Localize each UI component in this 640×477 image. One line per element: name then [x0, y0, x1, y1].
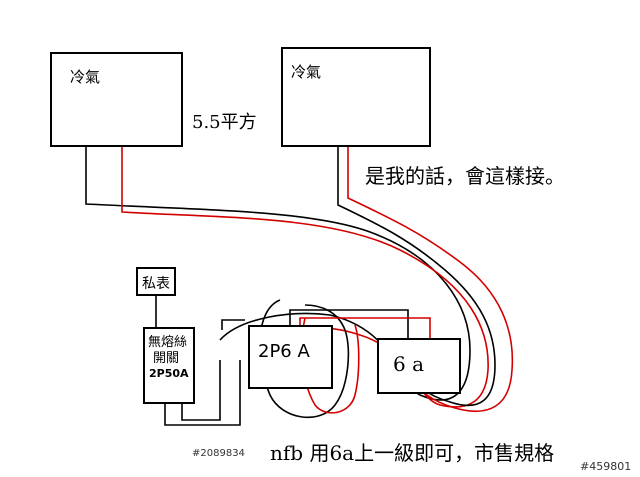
left-ac-black-wire: [85, 146, 471, 401]
watermark-left: #2089834: [192, 448, 245, 459]
watermark-right: #459801: [580, 460, 632, 473]
footer-note: nfb 用6a上一級即可，市售規格: [270, 441, 555, 465]
breaker-link-black: [289, 309, 409, 340]
main-breaker-label-2: 開關: [153, 351, 180, 366]
meter-label: 私表: [142, 276, 170, 292]
right-ac-black-wire: [337, 146, 496, 407]
feed-wire-c: [164, 360, 241, 426]
left-ac-label: 冷氣: [70, 68, 101, 86]
main-breaker-rating: 2P50A: [149, 367, 189, 380]
right-ac-red-wire: [347, 146, 514, 413]
breaker-6a-label: 6 a: [393, 352, 425, 376]
right-ac-unit: 冷氣: [281, 47, 431, 147]
left-ac-unit: 冷氣: [50, 52, 183, 147]
comment-text: 是我的話，會這樣接。: [365, 164, 565, 188]
breaker-2p6a-label: 2P6 A: [258, 341, 310, 362]
breaker-6a: 6 a: [377, 338, 461, 394]
wire-size-label: 5.5平方: [192, 112, 257, 133]
main-breaker-label-1: 無熔絲: [148, 335, 188, 350]
breaker-2p6a: 2P6 A: [248, 325, 333, 389]
left-ac-red-wire: [121, 146, 489, 408]
right-ac-label: 冷氣: [291, 63, 322, 81]
feed-wire-a: [221, 319, 245, 330]
breaker-link-red: [299, 317, 431, 340]
meter-box: 私表: [136, 267, 176, 296]
feed-wire-b: [181, 360, 221, 421]
main-breaker-box: 無熔絲 開關 2P50A: [143, 327, 195, 404]
